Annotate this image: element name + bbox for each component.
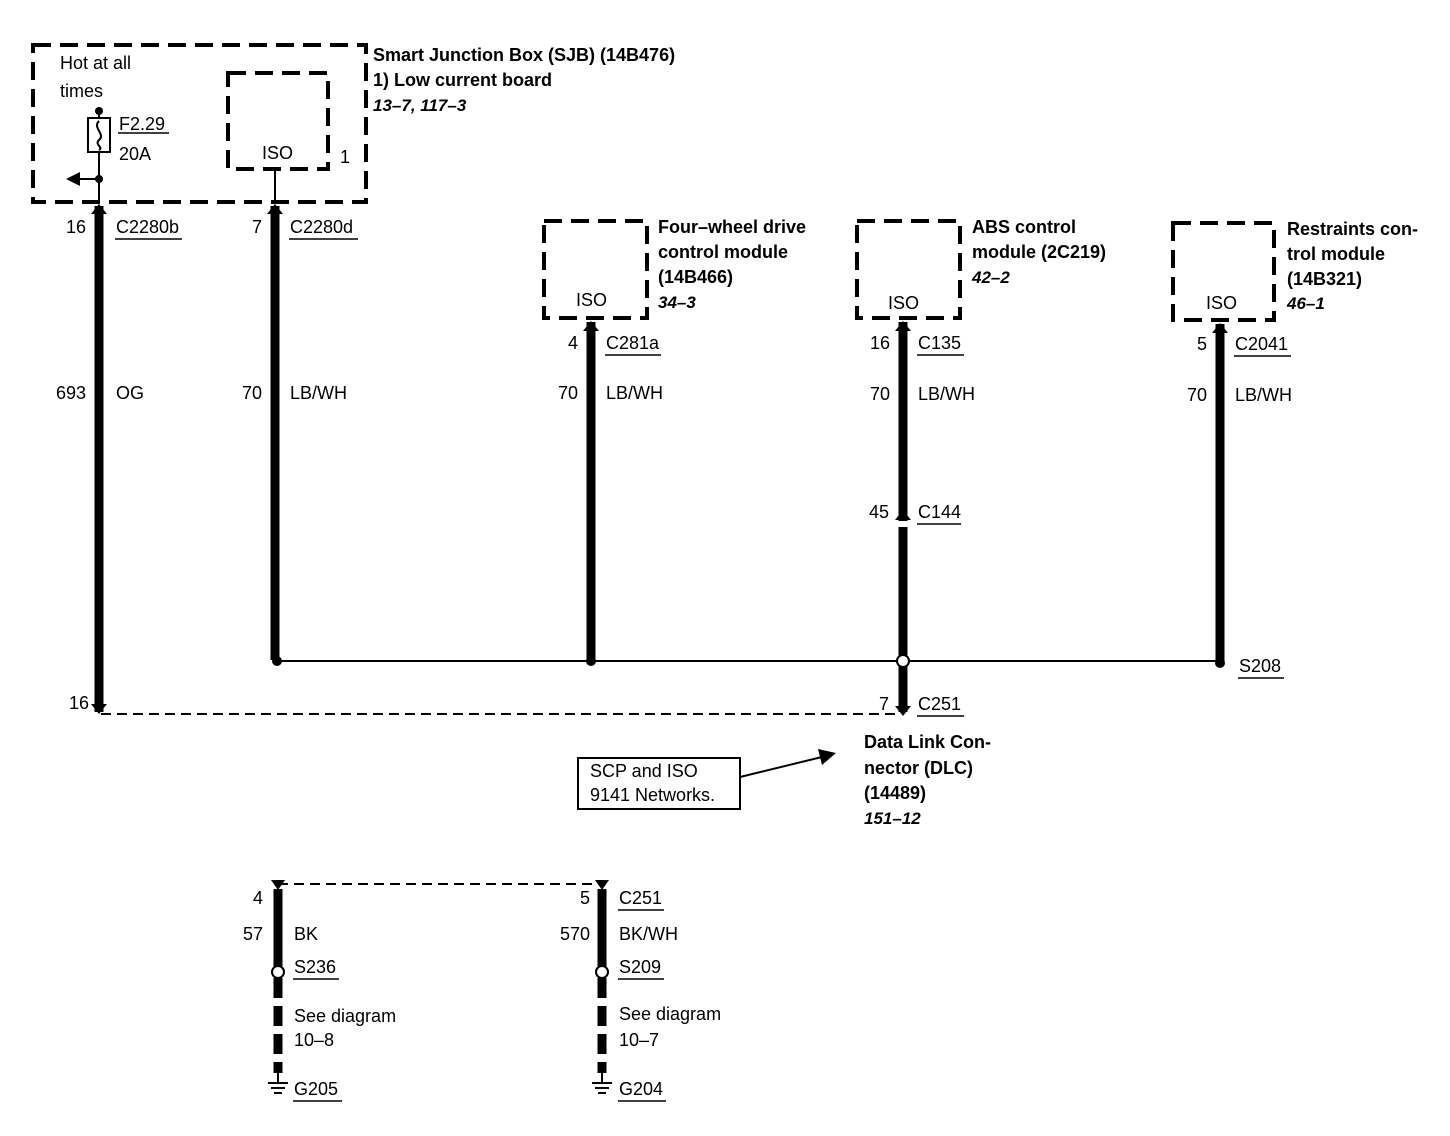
wire-570-color: BK/WH (619, 924, 678, 944)
ground-icon (268, 1073, 288, 1094)
fuse-id: F2.29 (119, 114, 165, 134)
restraints-title-2: trol module (1287, 244, 1385, 264)
c2280b-pin: 16 (66, 217, 86, 237)
wire-70-4wd-color: LB/WH (606, 383, 663, 403)
4wd-title-3: (14B466) (658, 267, 733, 287)
wire-70-4wd-circuit: 70 (558, 383, 578, 403)
g205-see-1: See diagram (294, 1006, 396, 1026)
wire-70-abs-color: LB/WH (918, 384, 975, 404)
dlc-title-1: Data Link Con- (864, 732, 991, 752)
restraints-title-1: Restraints con- (1287, 219, 1418, 239)
g205-label: G205 (294, 1079, 338, 1099)
c2280b-connector: C2280b (116, 217, 179, 237)
sjb-outline (31, 43, 368, 204)
wire-57-circuit: 57 (243, 924, 263, 944)
c281a-connector: C281a (606, 333, 660, 353)
g205-see-2: 10–8 (294, 1030, 334, 1050)
s209-label: S209 (619, 957, 661, 977)
dlc-title-2: nector (DLC) (864, 758, 973, 778)
c251-pin: 7 (879, 694, 889, 714)
s236-label: S236 (294, 957, 336, 977)
g204-pin: 5 (580, 888, 590, 908)
note-box (577, 757, 741, 810)
sjb-board: 1) Low current board (373, 70, 552, 90)
wire-70-sjb-color: LB/WH (290, 383, 347, 403)
4wd-ref: 34–3 (658, 293, 696, 312)
s208-label: S208 (1239, 656, 1281, 676)
c2280d-pin: 7 (252, 217, 262, 237)
c135-pin: 16 (870, 333, 890, 353)
wire-693-circuit: 693 (56, 383, 86, 403)
c135-connector: C135 (918, 333, 961, 353)
wire-693-color: OG (116, 383, 144, 403)
restraints-ref: 46–1 (1286, 294, 1325, 313)
sjb-iso-box (226, 71, 330, 171)
c2280d-connector: C2280d (290, 217, 353, 237)
sjb-hot-line1: Hot at all (60, 53, 131, 73)
ground-icon (592, 1073, 612, 1094)
wire-70-restraints-circuit: 70 (1187, 385, 1207, 405)
dlc-left-pin: 16 (69, 693, 89, 713)
c144-pin: 45 (869, 502, 889, 522)
g204-connector: C251 (619, 888, 662, 908)
c2041-pin: 5 (1197, 334, 1207, 354)
sjb-hot-line2: times (60, 81, 103, 101)
wire-57-color: BK (294, 924, 318, 944)
restraints-module-box (1171, 221, 1276, 322)
wire-70-abs-circuit: 70 (870, 384, 890, 404)
wire-70-restraints-color: LB/WH (1235, 385, 1292, 405)
wire-570-circuit: 570 (560, 924, 590, 944)
note-line1: SCP and ISO (590, 761, 698, 781)
dlc-title-3: (14489) (864, 783, 926, 803)
sjb-refs: 13–7, 117–3 (373, 96, 467, 115)
sjb-title: Smart Junction Box (SJB) (14B476) (373, 45, 675, 65)
restraints-title-3: (14B321) (1287, 269, 1362, 289)
s208-splice (1215, 658, 1225, 668)
4wd-title-1: Four–wheel drive (658, 217, 806, 237)
note-arrow-icon (818, 749, 836, 765)
g204-label: G204 (619, 1079, 663, 1099)
abs-module-box (855, 219, 962, 320)
abs-iso-label: ISO (888, 293, 919, 313)
sjb-iso-label: ISO (262, 143, 293, 163)
note-line2: 9141 Networks. (590, 785, 715, 805)
g204-see-2: 10–7 (619, 1030, 659, 1050)
4wd-iso-label: ISO (576, 290, 607, 310)
c2041-connector: C2041 (1235, 334, 1288, 354)
abs-ref: 42–2 (971, 268, 1010, 287)
abs-title-1: ABS control (972, 217, 1076, 237)
c251-connector: C251 (918, 694, 961, 714)
4wd-title-2: control module (658, 242, 788, 262)
branch-arrow-icon (66, 172, 80, 186)
4wd-module-box (542, 219, 649, 320)
abs-title-2: module (2C219) (972, 242, 1106, 262)
g205-pin: 4 (253, 888, 263, 908)
c281a-pin: 4 (568, 333, 578, 353)
c144-connector: C144 (918, 502, 961, 522)
dlc-ref: 151–12 (864, 809, 921, 828)
g204-see-1: See diagram (619, 1004, 721, 1024)
fuse-rating: 20A (119, 144, 151, 164)
fuse-element-icon (96, 120, 102, 151)
restraints-iso-label: ISO (1206, 293, 1237, 313)
sjb-iso-note: 1 (340, 147, 350, 167)
wire-70-sjb-circuit: 70 (242, 383, 262, 403)
